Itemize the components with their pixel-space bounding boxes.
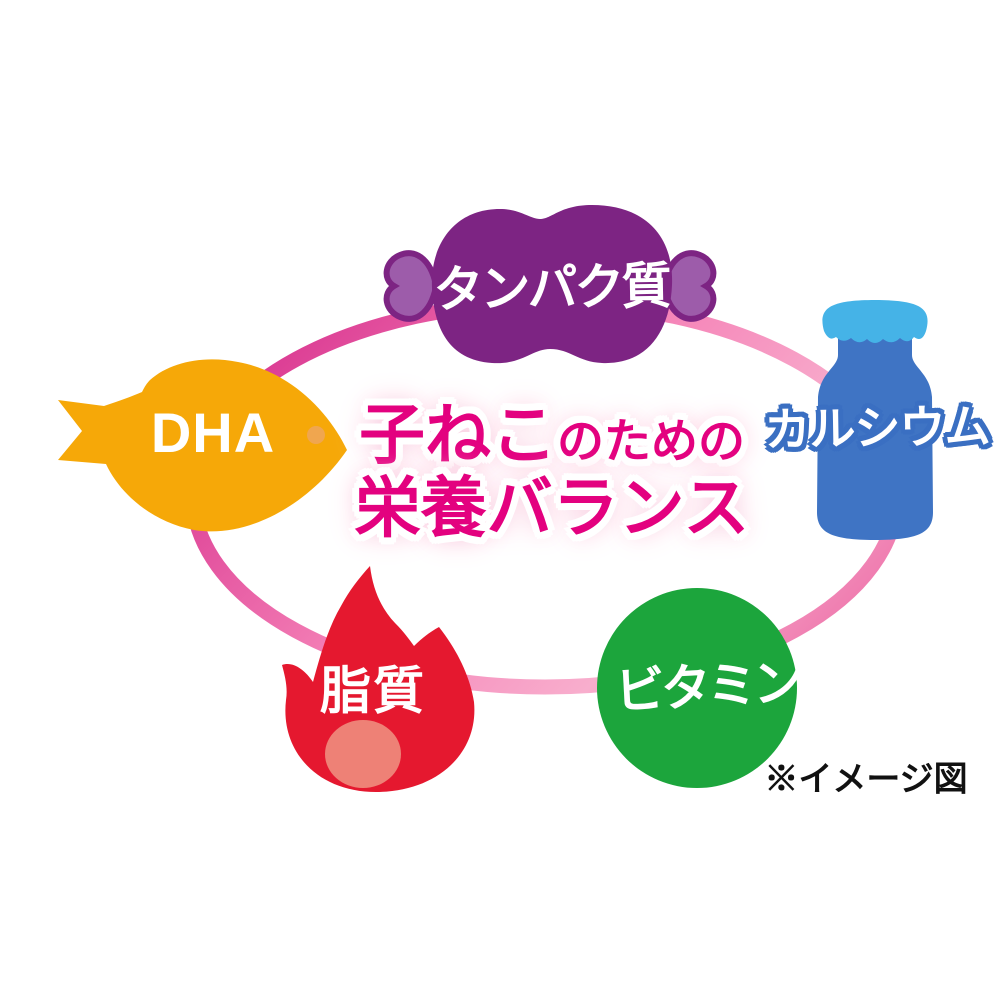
diagram-title: 子ねこのための 栄養バランス — [355, 398, 750, 543]
flame-icon — [282, 566, 475, 792]
fish-eye — [307, 426, 325, 444]
fat-label: 脂質 — [319, 662, 427, 720]
green-circle-icon — [597, 588, 797, 788]
fish-icon — [58, 359, 347, 532]
title-line1-main: 子ねこ — [359, 397, 557, 472]
vitamin-circle — [597, 588, 797, 788]
meat-on-bone-icon — [383, 205, 717, 364]
vitamin-label: ビタミン — [613, 654, 801, 720]
bottle-cap — [822, 300, 928, 343]
flame-shape — [282, 566, 475, 792]
flame-core — [325, 720, 401, 788]
bone-end-left — [383, 250, 439, 322]
title-line-1: 子ねこのための — [355, 398, 750, 471]
image-note: ※イメージ図 — [764, 761, 968, 799]
bottle-body — [817, 335, 933, 540]
meat-shape — [431, 205, 673, 364]
milk-bottle-icon — [817, 300, 933, 540]
fish-body — [58, 359, 347, 532]
bone-end-right — [661, 250, 717, 322]
title-line-2: 栄養バランス — [354, 470, 750, 544]
calcium-label: カルシウム — [764, 400, 990, 456]
dha-label: DHA — [150, 401, 276, 464]
title-line1-sub: のための — [557, 414, 745, 468]
protein-label: タンパク質 — [433, 257, 669, 319]
